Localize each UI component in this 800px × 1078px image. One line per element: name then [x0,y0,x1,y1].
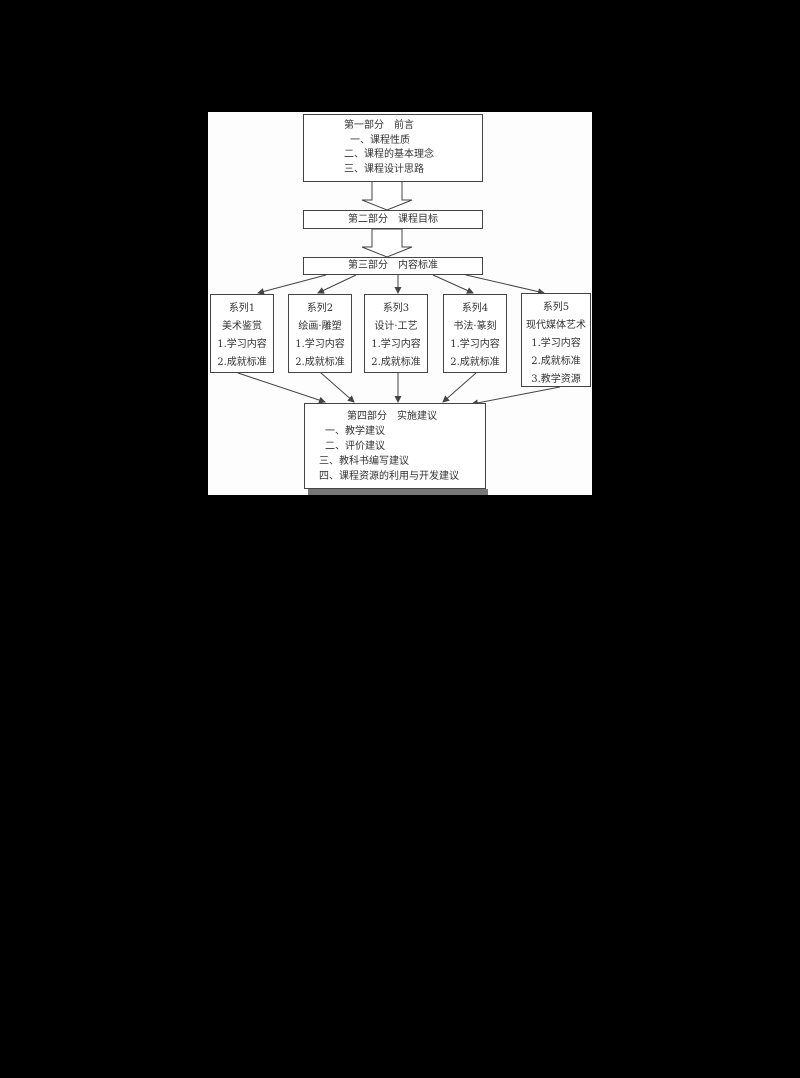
part3-box: 第三部分 内容标准 [303,257,483,275]
series-subtitle: 现代媒体艺术 [526,320,586,331]
series-item: 1.学习内容 [217,339,267,350]
series-item: 2.成就标准 [531,356,581,367]
part4-item: 三、教科书编写建议 [319,456,409,467]
series-name: 系列4 [461,303,489,314]
part4-item: 二、评价建议 [325,441,385,452]
part4-box: 第四部分 实施建议 一、教学建议 二、评价建议 三、教科书编写建议 四、课程资源… [304,403,486,489]
series-item: 2.成就标准 [450,357,500,368]
series-item: 1.学习内容 [450,339,500,350]
part1-item: 一、课程性质 [350,134,410,146]
series-name: 系列5 [542,302,570,313]
series-1-box: 系列1 美术鉴赏 1.学习内容 2.成就标准 [210,294,274,373]
series-item: 1.学习内容 [531,338,581,349]
series-name: 系列1 [228,303,256,314]
connector-arrows [237,180,561,407]
series-item: 1.学习内容 [371,339,421,350]
part2-title: 第二部分 课程目标 [348,214,438,225]
series-subtitle: 绘画·雕塑 [298,321,342,332]
series-item: 2.成就标准 [295,357,345,368]
block-arrow-icon [361,180,413,211]
part1-title: 第一部分 前言 [344,120,414,131]
series-item: 2.成就标准 [371,357,421,368]
block-arrow-icon [361,228,413,258]
series-3-box: 系列3 设计·工艺 1.学习内容 2.成就标准 [364,294,428,373]
series-item: 2.成就标准 [217,357,267,368]
series-item: 1.学习内容 [295,339,345,350]
part1-box: 第一部分 前言 一、课程性质 二、课程的基本理念 三、课程设计思路 [303,114,483,182]
part1-item: 三、课程设计思路 [344,163,424,175]
part2-box: 第二部分 课程目标 [303,210,483,229]
series-2-box: 系列2 绘画·雕塑 1.学习内容 2.成就标准 [288,294,352,373]
series-item: 3.教学资源 [531,374,581,385]
diagram-canvas: 第一部分 前言 一、课程性质 二、课程的基本理念 三、课程设计思路 第二部分 课… [208,112,592,495]
series-5-box: 系列5 现代媒体艺术 1.学习内容 2.成就标准 3.教学资源 [521,293,591,387]
part4-item: 四、课程资源的利用与开发建议 [319,471,459,482]
series-subtitle: 书法·篆刻 [453,321,497,332]
series-name: 系列3 [382,303,410,314]
series-subtitle: 设计·工艺 [374,321,418,332]
part4-item: 一、教学建议 [325,426,385,437]
part4-title: 第四部分 实施建议 [347,411,437,422]
part1-item: 二、课程的基本理念 [344,149,434,160]
series-4-box: 系列4 书法·篆刻 1.学习内容 2.成就标准 [443,294,507,373]
part3-title: 第三部分 内容标准 [348,260,438,271]
series-subtitle: 美术鉴赏 [222,321,262,332]
part4-shadow [308,489,488,495]
series-name: 系列2 [306,303,334,314]
